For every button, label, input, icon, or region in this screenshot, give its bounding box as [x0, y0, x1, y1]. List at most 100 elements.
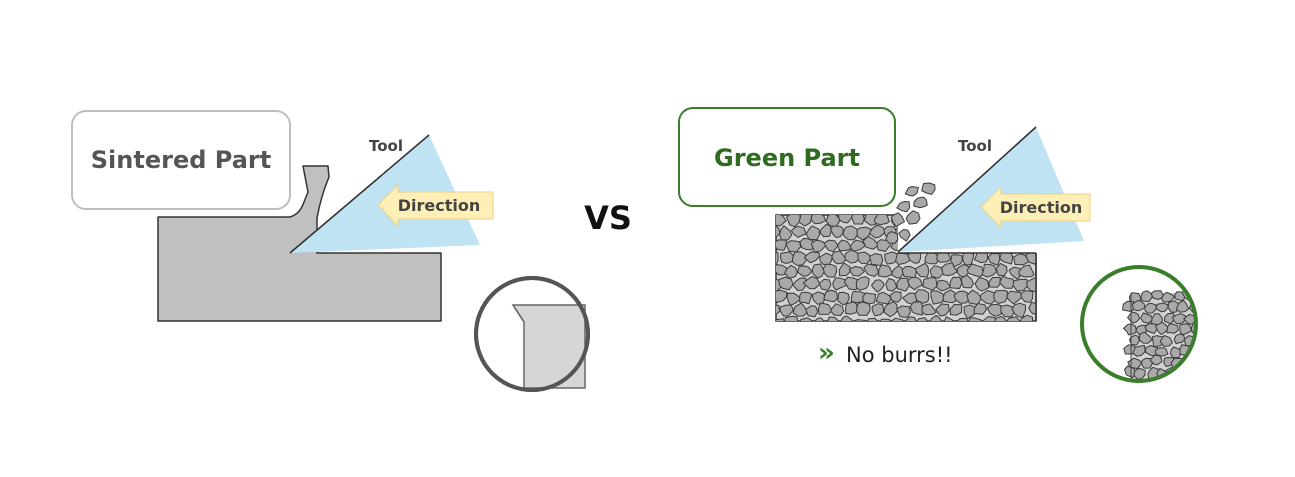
particle: [1159, 335, 1173, 347]
particle: [776, 318, 785, 321]
particle: [790, 225, 807, 238]
particle: [890, 317, 904, 321]
particle: [949, 276, 963, 289]
particle: [1123, 323, 1137, 336]
particle: [1011, 302, 1027, 318]
particle: [914, 262, 930, 278]
particle: [814, 317, 825, 321]
particle: [930, 290, 945, 305]
particle: [871, 303, 885, 317]
particle: [929, 265, 945, 279]
particle: [981, 263, 997, 278]
particle: [850, 215, 865, 225]
particle: [840, 315, 854, 321]
particle: [943, 316, 954, 321]
particle: [986, 303, 1004, 317]
particle: [837, 239, 853, 252]
sintered-tool: [290, 135, 480, 253]
particle: [1144, 302, 1158, 314]
green-part-particles: [776, 215, 1036, 321]
particle: [857, 251, 872, 265]
particle: [1175, 300, 1190, 313]
particle: [776, 252, 779, 266]
sintered-label-box: [71, 110, 291, 210]
particle: [994, 315, 1007, 321]
particle: [837, 291, 850, 306]
particle: [1140, 312, 1154, 324]
particle: [942, 289, 959, 304]
particle: [1166, 323, 1179, 334]
particle: [956, 317, 969, 321]
particle: [988, 276, 1001, 288]
particle: [863, 263, 880, 277]
particle: [1138, 331, 1153, 344]
particle: [901, 265, 917, 279]
particle: [792, 302, 808, 317]
particle: [1012, 278, 1029, 292]
particle: [1020, 290, 1034, 303]
particle: [1129, 334, 1140, 346]
particle: [843, 276, 861, 291]
particle: [1170, 346, 1182, 358]
green-tool-edge: [897, 126, 1037, 253]
particle: [884, 251, 899, 265]
particle: [1013, 253, 1030, 266]
green-part-label: Green Part: [714, 144, 860, 172]
particle: [1132, 345, 1146, 357]
particle: [798, 215, 813, 227]
particle: [873, 215, 890, 226]
particle: [822, 263, 837, 278]
particle: [968, 317, 982, 321]
particle: [979, 290, 996, 305]
green-chip-particles: [885, 182, 936, 244]
particle: [974, 277, 990, 292]
no-burrs-text: No burrs!!: [846, 343, 953, 367]
particle: [1172, 377, 1185, 381]
particle: [829, 303, 845, 316]
particle: [805, 225, 821, 241]
sintered-part-body: [157, 165, 442, 322]
particle: [966, 263, 984, 278]
particle: [936, 279, 951, 292]
particle: [950, 254, 963, 268]
particle: [1131, 300, 1146, 312]
arrow-left-icon: [980, 185, 1091, 230]
particle: [1140, 290, 1153, 303]
particle: [832, 277, 847, 291]
particle: [973, 303, 987, 315]
particle: [802, 276, 821, 290]
particle: [776, 239, 787, 251]
particle: [1155, 321, 1169, 335]
particle: [823, 289, 838, 303]
particle: [784, 315, 799, 321]
particle: [776, 304, 781, 316]
particle: [819, 223, 832, 238]
sintered-part-label: Sintered Part: [91, 146, 271, 174]
particle: [1006, 316, 1020, 321]
vs-label: VS: [584, 199, 632, 237]
particle: [921, 303, 937, 316]
particle: [875, 291, 892, 305]
particle: [779, 251, 796, 264]
particle: [885, 277, 898, 292]
particle: [895, 252, 911, 265]
particle: [786, 215, 801, 228]
particle: [953, 290, 972, 304]
particle: [935, 303, 950, 317]
particle: [1133, 367, 1146, 380]
particle: [784, 264, 798, 279]
particle: [1006, 290, 1023, 305]
particle: [867, 317, 878, 321]
particle: [1161, 291, 1176, 303]
particle: [896, 277, 910, 292]
particle: [883, 301, 898, 318]
particle: [999, 275, 1016, 289]
particle: [871, 279, 885, 293]
particle: [1124, 365, 1137, 379]
particle: [786, 292, 802, 306]
particle: [868, 224, 886, 239]
particle: [1155, 302, 1169, 313]
particle: [890, 265, 905, 279]
particle: [878, 264, 894, 278]
